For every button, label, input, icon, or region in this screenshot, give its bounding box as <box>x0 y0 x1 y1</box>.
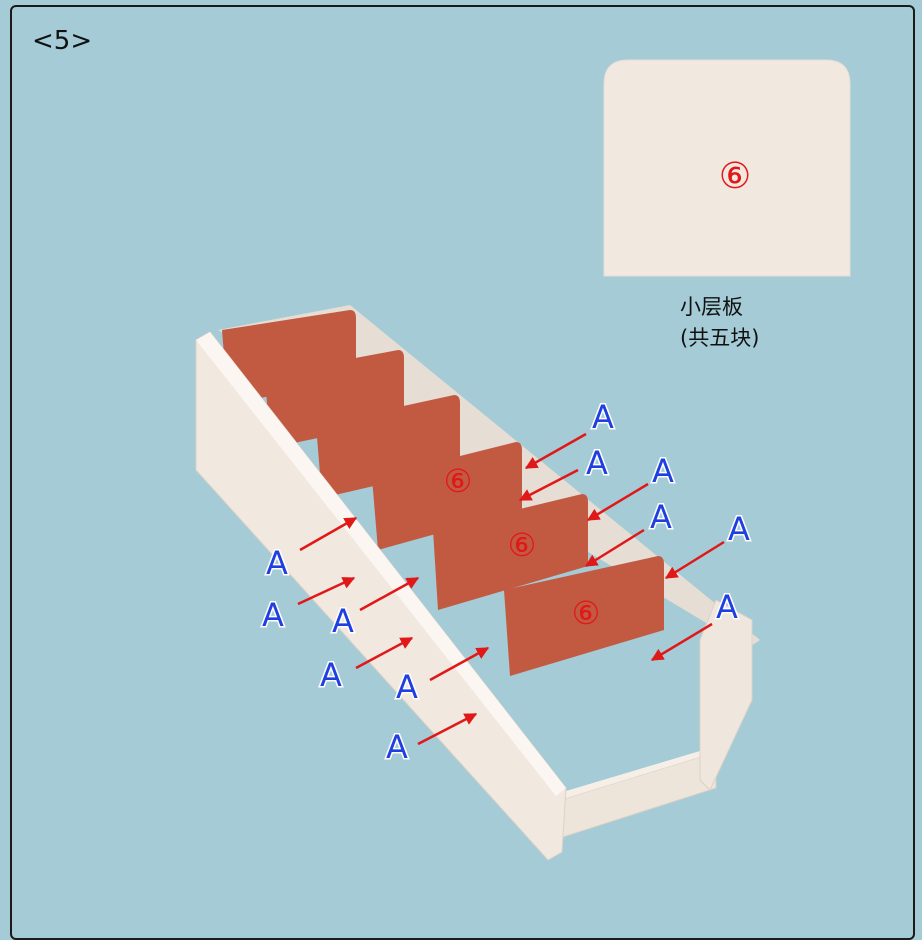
screw-label: A <box>728 510 750 548</box>
screw-label: A <box>652 452 674 490</box>
divider-part-number: ⑥ <box>572 594 601 632</box>
end-board <box>700 600 752 790</box>
screw-arrow <box>588 484 648 520</box>
bottom-rail <box>560 752 716 838</box>
screw-label: A <box>386 728 408 766</box>
panel-part-number: ⑥ <box>719 156 751 197</box>
screw-label: A <box>332 602 354 640</box>
screw-label: A <box>396 668 418 706</box>
screw-label: A <box>650 498 672 536</box>
divider-part-number: ⑥ <box>444 462 473 500</box>
screw-arrow <box>666 542 724 578</box>
divider-part-number: ⑥ <box>508 526 537 564</box>
screw-label: A <box>262 596 284 634</box>
screw-arrow <box>526 434 586 468</box>
screw-label: A <box>592 398 614 436</box>
screw-label: A <box>320 656 342 694</box>
screw-label: A <box>586 444 608 482</box>
screw-label: A <box>716 588 738 626</box>
screw-label: A <box>266 544 288 582</box>
